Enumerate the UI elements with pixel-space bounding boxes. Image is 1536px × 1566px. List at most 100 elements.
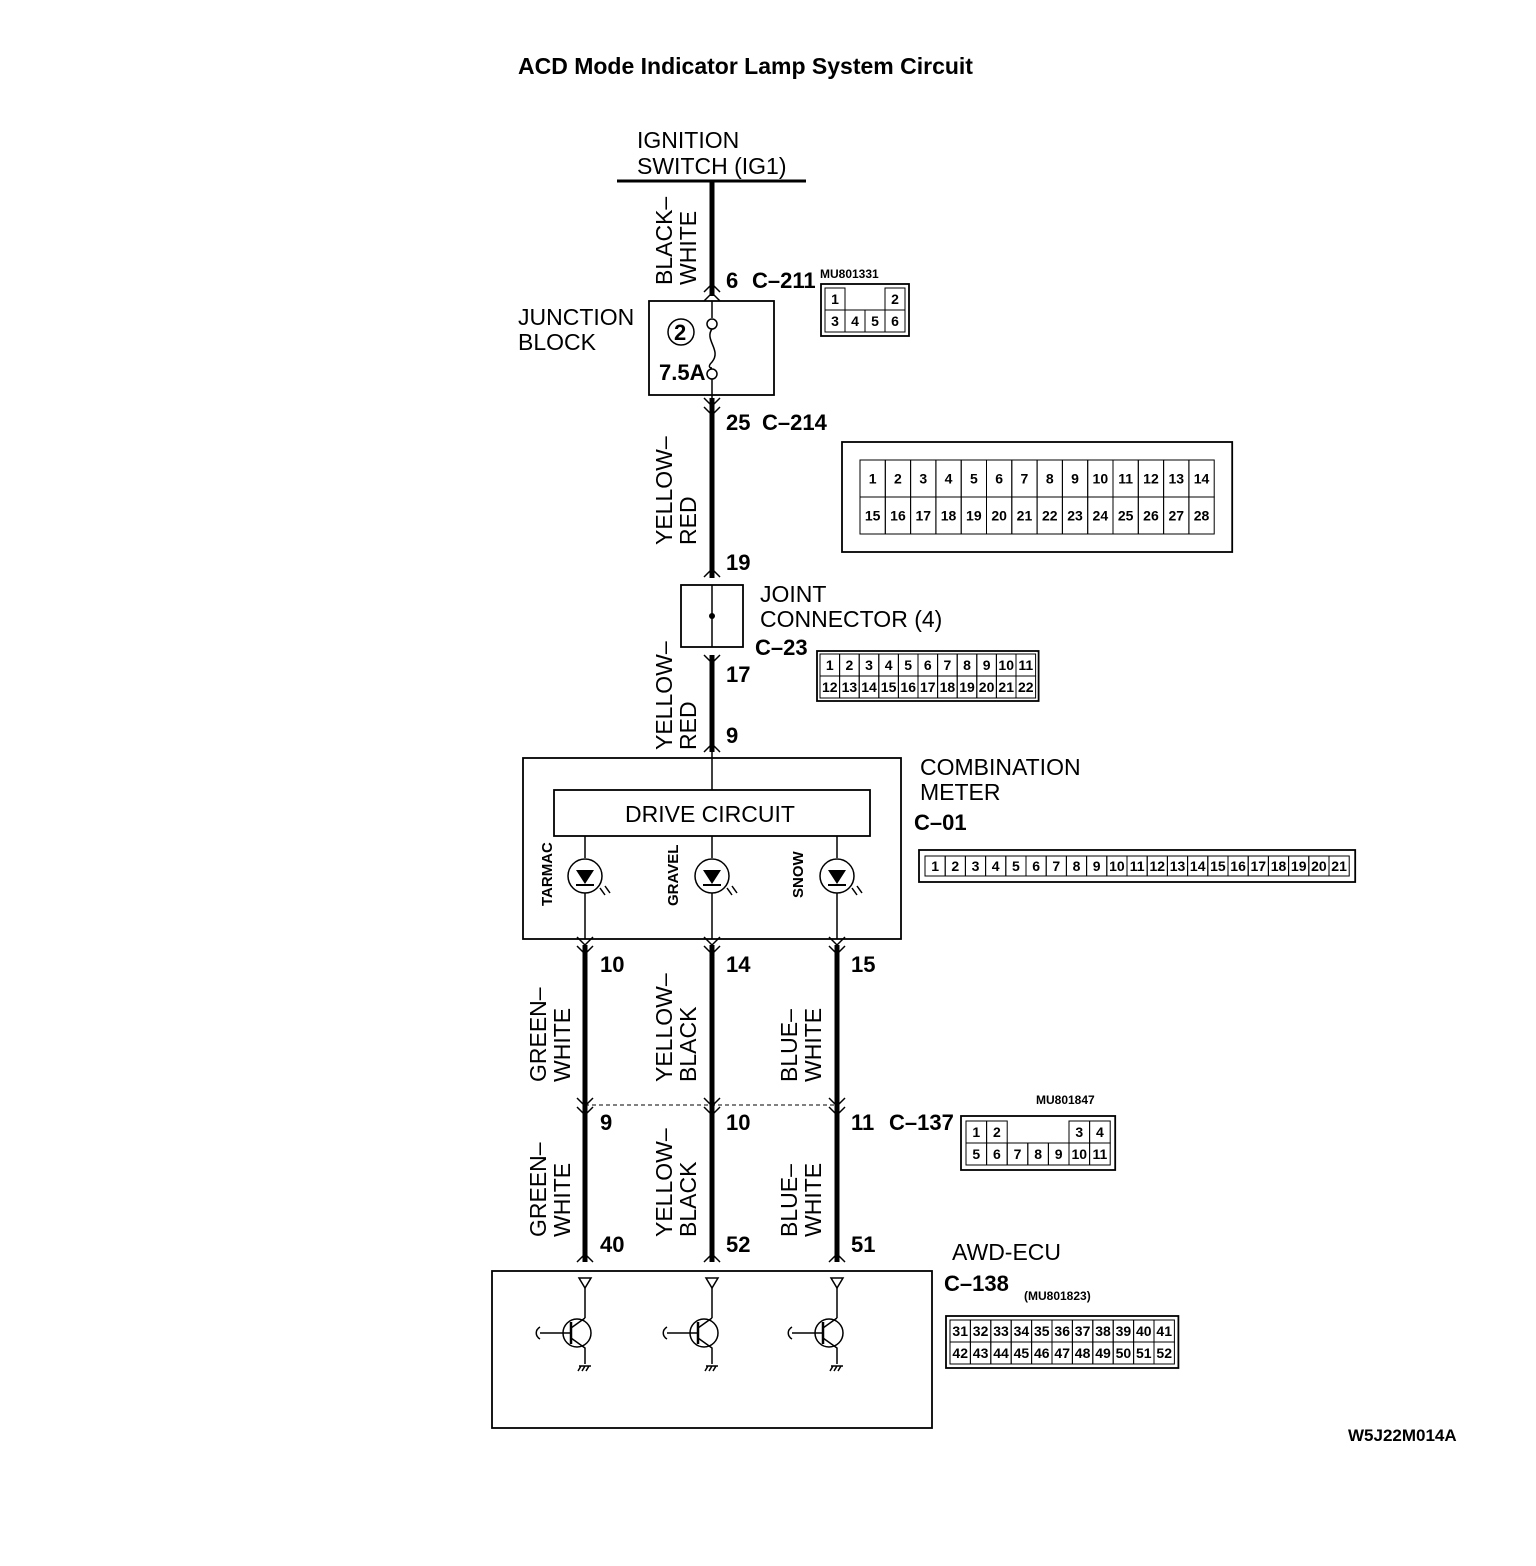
pin-meter-out-1: 10	[600, 952, 624, 977]
connector-cavity	[1328, 855, 1350, 877]
lamp-light-rays	[599, 885, 611, 896]
cavity-number: 2	[891, 291, 899, 307]
cavity-number: 6	[891, 313, 899, 329]
connector-mark-c211	[703, 282, 721, 302]
cavity-number: 14	[1194, 471, 1210, 487]
cavity-number: 21	[1017, 508, 1033, 524]
ecu-input-icon	[704, 1277, 720, 1290]
cavity-number: 5	[871, 313, 879, 329]
cavity-number: 9	[983, 657, 991, 673]
wire-label-yellow-black-1: YELLOW– BLACK	[651, 973, 701, 1082]
connector-c23: C–23	[755, 635, 808, 660]
cavity-number: 18	[1271, 858, 1287, 874]
transistor-base-lead	[535, 1326, 571, 1340]
cavity-number: 1	[972, 1124, 980, 1140]
pin-ecu-1: 40	[600, 1232, 624, 1257]
connector-cavity	[1188, 496, 1215, 535]
svg-text:YELLOW–: YELLOW–	[651, 1128, 677, 1237]
cavity-number: 14	[1190, 858, 1206, 874]
face-c01-outline	[918, 849, 1357, 883]
connector-mark-meter-out	[703, 936, 721, 956]
cavity-number: 10	[1109, 858, 1125, 874]
wire-label-blue-white-2: BLUE– WHITE	[776, 1163, 826, 1237]
cavity-number: 2	[993, 1124, 1001, 1140]
cavity-number: 6	[993, 1146, 1001, 1162]
joint-connector-label-2: CONNECTOR (4)	[760, 606, 942, 632]
connector-mark-ecu	[703, 1252, 721, 1263]
fuse-terminal-top	[706, 318, 718, 330]
drive-circuit-label: DRIVE CIRCUIT	[625, 801, 795, 827]
cavity-number: 43	[973, 1345, 989, 1361]
connector-c137: C–137	[889, 1110, 954, 1135]
connector-cavity	[1015, 675, 1037, 699]
pin-ecu-2: 52	[726, 1232, 750, 1257]
transistor-leads	[697, 1317, 713, 1364]
connector-mark-meter-out	[828, 936, 846, 956]
ignition-label-1: IGNITION	[637, 127, 739, 153]
pin-c137-1: 9	[600, 1110, 612, 1135]
cavity-number: 19	[966, 508, 982, 524]
fuse-terminal-bottom	[706, 368, 718, 380]
cavity-number: 18	[940, 679, 956, 695]
cavity-number: 14	[861, 679, 877, 695]
cavity-number: 3	[865, 657, 873, 673]
cavity-number: 7	[1052, 858, 1060, 874]
cavity-number: 22	[1018, 679, 1034, 695]
cavity-number: 12	[1143, 471, 1159, 487]
combination-meter-label-2: METER	[920, 779, 1001, 805]
cavity-number: 7	[1021, 471, 1029, 487]
cavity-number: 20	[1311, 858, 1327, 874]
cavity-number: 6	[924, 657, 932, 673]
cavity-number: 12	[1150, 858, 1166, 874]
connector-cavity	[1153, 1341, 1175, 1365]
cavity-number: 1	[931, 858, 939, 874]
cavity-number: 3	[919, 471, 927, 487]
cavity-number: 4	[885, 657, 893, 673]
connector-cavity	[884, 309, 906, 333]
cavity-number: 15	[865, 508, 881, 524]
indicator-lamps	[567, 836, 863, 939]
cavity-number: 4	[851, 313, 859, 329]
transistor-leads	[570, 1317, 586, 1364]
part-number-c138: (MU801823)	[1024, 1289, 1091, 1303]
lamp-label-snow: SNOW	[790, 850, 807, 898]
svg-text:WHITE: WHITE	[549, 1163, 575, 1237]
cavity-number: 31	[952, 1323, 968, 1339]
cavity-number: 8	[1034, 1146, 1042, 1162]
cavity-number: 5	[904, 657, 912, 673]
cavity-number: 22	[1042, 508, 1058, 524]
cavity-number: 8	[1073, 858, 1081, 874]
cavity-number: 16	[890, 508, 906, 524]
cavity-number: 3	[831, 313, 839, 329]
cavity-number: 24	[1093, 508, 1109, 524]
svg-text:BLACK: BLACK	[675, 1161, 701, 1237]
connector-mark-meter9	[703, 742, 721, 753]
lamp-label-tarmac: TARMAC	[539, 842, 556, 906]
cavity-number: 7	[944, 657, 952, 673]
cavity-number: 1	[831, 291, 839, 307]
face-c23-outline	[816, 650, 1040, 702]
connector-mark-c137	[828, 1097, 846, 1117]
cavity-number: 16	[900, 679, 916, 695]
awd-ecu-box	[491, 1270, 933, 1429]
pin-joint-out: 17	[726, 662, 750, 687]
svg-text:YELLOW–: YELLOW–	[651, 436, 677, 545]
pin-c214: 25	[726, 410, 750, 435]
svg-text:GREEN–: GREEN–	[525, 987, 551, 1082]
svg-text:WHITE: WHITE	[800, 1163, 826, 1237]
cavity-number: 27	[1168, 508, 1184, 524]
face-c138-outline	[945, 1315, 1180, 1369]
ground-icon	[577, 1365, 591, 1372]
pin-meter-in: 9	[726, 723, 738, 748]
cavity-number: 19	[959, 679, 975, 695]
wire-label-yellow-red-1: YELLOW– RED	[651, 436, 701, 545]
svg-text:BLACK–: BLACK–	[651, 197, 677, 285]
cavity-number: 19	[1291, 858, 1307, 874]
cavity-number: 9	[1071, 471, 1079, 487]
cavity-number: 20	[991, 508, 1007, 524]
cavity-number: 33	[993, 1323, 1009, 1339]
svg-text:WHITE: WHITE	[675, 211, 701, 285]
cavity-number: 39	[1116, 1323, 1132, 1339]
